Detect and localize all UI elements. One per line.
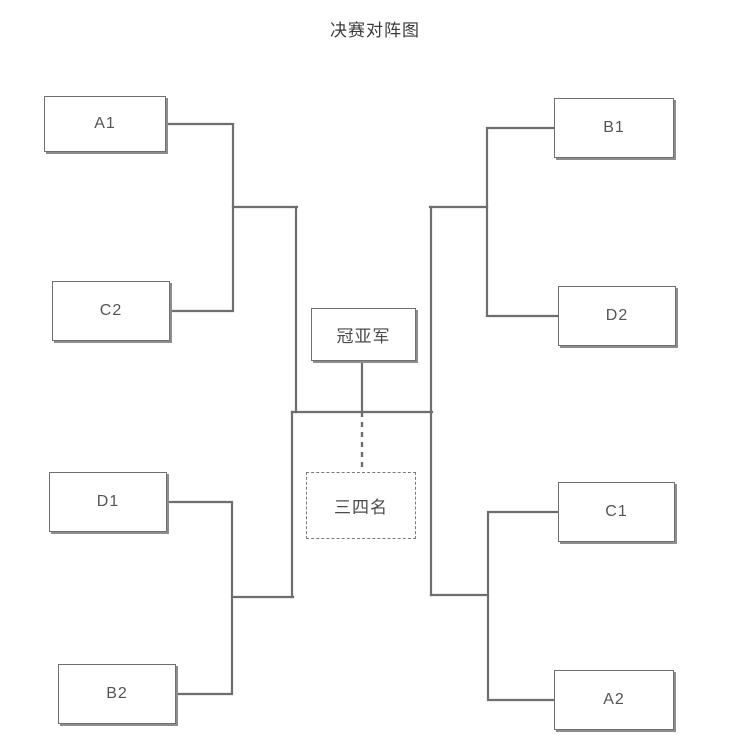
bracket-node-label: C2: [99, 302, 123, 319]
bracket-node-label: B2: [106, 685, 128, 702]
connector-line: [486, 510, 560, 702]
connector-line: [164, 122, 235, 313]
bracket-node-d1[interactable]: D1: [49, 472, 167, 532]
bracket-node-label: D2: [605, 307, 629, 324]
page-title: 决赛对阵图: [330, 21, 420, 40]
bracket-node-label: 三四名: [334, 498, 388, 517]
bracket-node-label: C1: [605, 503, 628, 520]
bracket-node-label: A2: [603, 691, 625, 708]
bracket-node-b1[interactable]: B1: [554, 98, 674, 158]
bracket-node-champion[interactable]: 冠亚军: [311, 308, 416, 361]
bracket-node-third[interactable]: 三四名: [306, 472, 416, 539]
bracket-node-label: D1: [96, 493, 120, 510]
bracket-node-label: B1: [603, 119, 625, 136]
bracket-node-b2[interactable]: B2: [58, 664, 176, 724]
bracket-node-d2[interactable]: D2: [558, 286, 676, 346]
bracket-node-a2[interactable]: A2: [554, 670, 674, 730]
solid-connector-group: [164, 122, 560, 702]
connector-line: [485, 126, 560, 318]
connector-line: [165, 500, 234, 696]
bracket-node-a1[interactable]: A1: [44, 96, 166, 152]
bracket-node-label: 冠亚军: [336, 327, 391, 346]
bracket-node-c2[interactable]: C2: [52, 281, 170, 341]
bracket-node-label: A1: [94, 115, 116, 132]
bracket-node-c1[interactable]: C1: [558, 482, 675, 542]
